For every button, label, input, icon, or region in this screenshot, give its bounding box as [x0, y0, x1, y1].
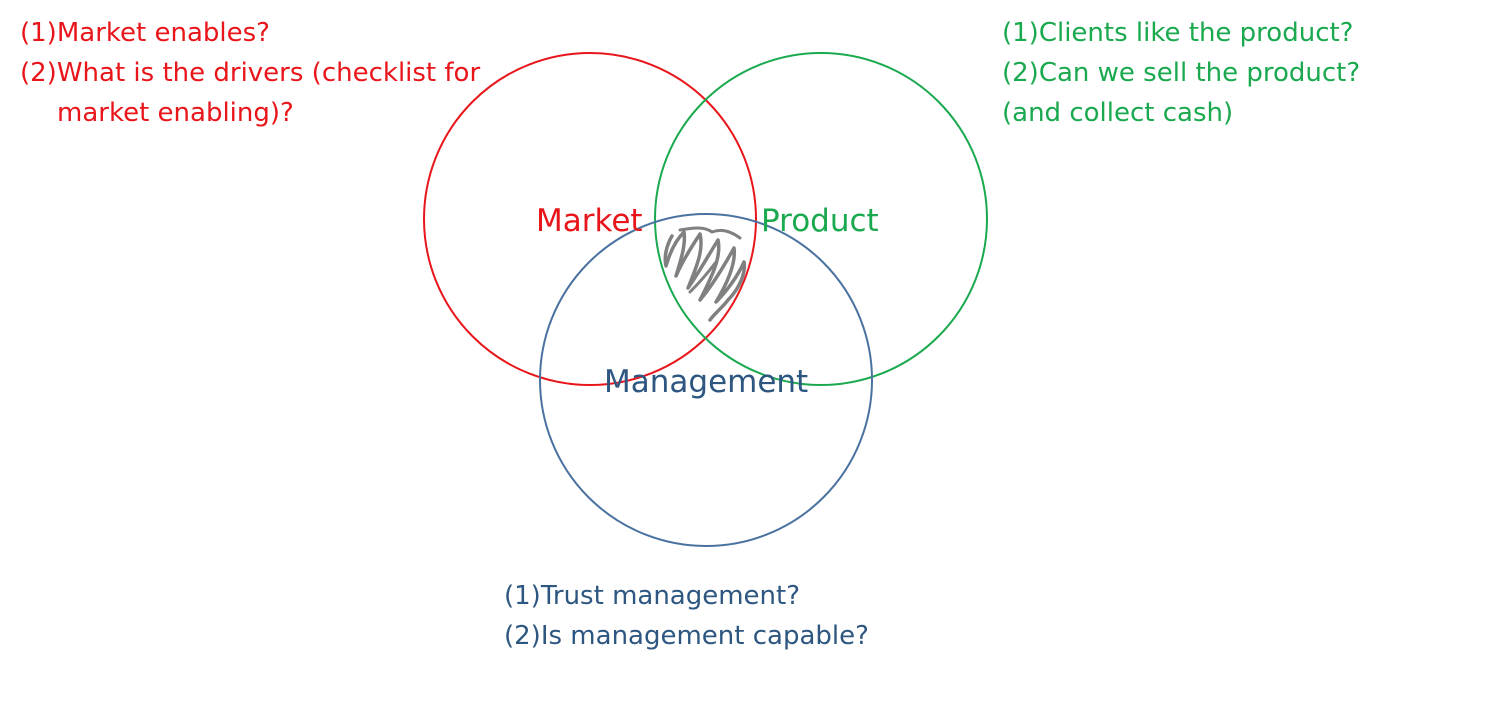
management-notes: (1)Trust management? (2)Is management ca… — [504, 576, 869, 656]
management-label: Management — [604, 364, 808, 400]
product-circle — [654, 52, 988, 386]
market-note-1: (1)Market enables? — [20, 18, 270, 48]
product-label: Product — [761, 203, 879, 239]
management-circle — [539, 213, 873, 547]
product-note-1: (1)Clients like the product? — [1002, 18, 1354, 48]
market-label: Market — [536, 203, 643, 239]
market-notes: (1)Market enables? (2)What is the driver… — [20, 13, 480, 133]
management-note-2: (2)Is management capable? — [504, 621, 869, 651]
market-note-3: market enabling)? — [57, 98, 294, 128]
market-note-2: (2)What is the drivers (checklist for — [20, 58, 481, 88]
market-circle — [423, 52, 757, 386]
product-note-2: (2)Can we sell the product? — [1002, 58, 1361, 88]
management-note-1: (1)Trust management? — [504, 581, 801, 611]
overlap-scribble-detail — [678, 226, 742, 294]
product-note-3: (and collect cash) — [1002, 98, 1234, 128]
overlap-scribble — [663, 230, 747, 322]
product-notes: (1)Clients like the product? (2)Can we s… — [1002, 13, 1360, 133]
